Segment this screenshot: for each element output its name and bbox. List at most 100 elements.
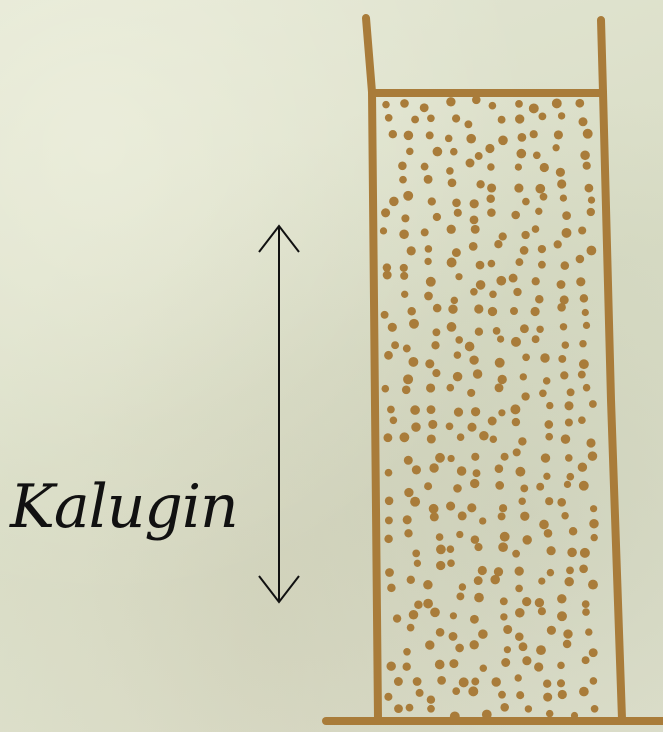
particle <box>445 135 453 143</box>
particle <box>407 307 415 315</box>
particle <box>557 611 567 621</box>
particle <box>546 402 553 409</box>
particle <box>544 420 553 429</box>
particle <box>404 131 414 141</box>
particle <box>558 112 565 119</box>
particle <box>583 384 591 392</box>
particle <box>561 261 570 270</box>
particle <box>589 400 597 408</box>
particle <box>579 564 588 573</box>
particle <box>398 162 407 171</box>
particle <box>522 656 531 665</box>
particle <box>499 504 507 512</box>
particle <box>525 705 532 712</box>
particle <box>535 295 543 303</box>
particle <box>538 577 545 584</box>
particle <box>579 687 589 697</box>
particle <box>423 580 432 589</box>
particle <box>491 677 500 686</box>
particle <box>589 648 598 657</box>
particle <box>467 389 475 397</box>
particle <box>535 598 544 607</box>
particle <box>587 246 597 256</box>
particle <box>583 162 591 170</box>
particle <box>567 548 577 558</box>
particle <box>554 130 563 139</box>
particle <box>451 297 458 304</box>
particle <box>495 383 504 392</box>
particle <box>467 503 476 512</box>
particle <box>582 600 590 608</box>
particle <box>520 324 529 333</box>
particle <box>406 148 413 155</box>
particle <box>456 531 463 538</box>
particle <box>576 255 585 264</box>
particle <box>583 129 593 139</box>
particle <box>515 100 523 108</box>
particle <box>558 355 566 363</box>
particle <box>543 377 551 385</box>
particle <box>407 576 415 584</box>
particle <box>575 99 584 108</box>
particle <box>466 134 476 144</box>
particle <box>498 691 506 699</box>
particle <box>585 628 592 635</box>
particle <box>488 307 497 316</box>
particle <box>520 373 527 380</box>
particle <box>432 328 440 336</box>
particle <box>389 130 397 138</box>
particle <box>436 545 446 555</box>
particle <box>520 512 529 521</box>
particle <box>510 307 518 315</box>
particle <box>536 326 543 333</box>
particle <box>536 483 544 491</box>
particle <box>474 593 484 603</box>
particle <box>471 225 480 234</box>
particle <box>586 438 595 447</box>
particle <box>579 359 589 369</box>
particle <box>470 288 478 296</box>
particle <box>452 687 460 695</box>
particle <box>582 608 590 616</box>
particle <box>471 453 479 461</box>
particle <box>479 431 489 441</box>
particle <box>385 114 393 122</box>
granular-particles <box>380 96 599 722</box>
particle <box>383 433 392 442</box>
particle <box>487 163 495 171</box>
particle <box>512 418 520 426</box>
particle <box>470 615 479 624</box>
particle <box>410 405 420 415</box>
particle <box>383 271 392 280</box>
particle <box>533 151 541 159</box>
particle <box>469 355 478 364</box>
particle <box>403 648 411 656</box>
particle <box>567 388 575 396</box>
particle <box>557 303 566 312</box>
particle <box>556 168 565 177</box>
particle <box>401 291 408 298</box>
particle <box>560 323 567 330</box>
particle <box>518 497 525 504</box>
particle <box>564 481 571 488</box>
particle <box>547 626 556 635</box>
particle <box>464 120 472 128</box>
particle <box>465 342 475 352</box>
particle <box>539 390 547 398</box>
particle <box>590 505 597 512</box>
particle <box>487 183 496 192</box>
particle <box>385 469 393 477</box>
particle <box>400 264 408 272</box>
particle <box>455 336 463 344</box>
particle <box>503 625 512 634</box>
particle <box>561 512 568 519</box>
particle <box>514 184 523 193</box>
particle <box>466 159 475 168</box>
particle <box>458 511 467 520</box>
particle <box>515 163 522 170</box>
particle <box>535 208 542 215</box>
particle <box>580 294 589 303</box>
particle <box>563 640 572 649</box>
particle <box>495 464 504 473</box>
particle <box>429 504 439 514</box>
